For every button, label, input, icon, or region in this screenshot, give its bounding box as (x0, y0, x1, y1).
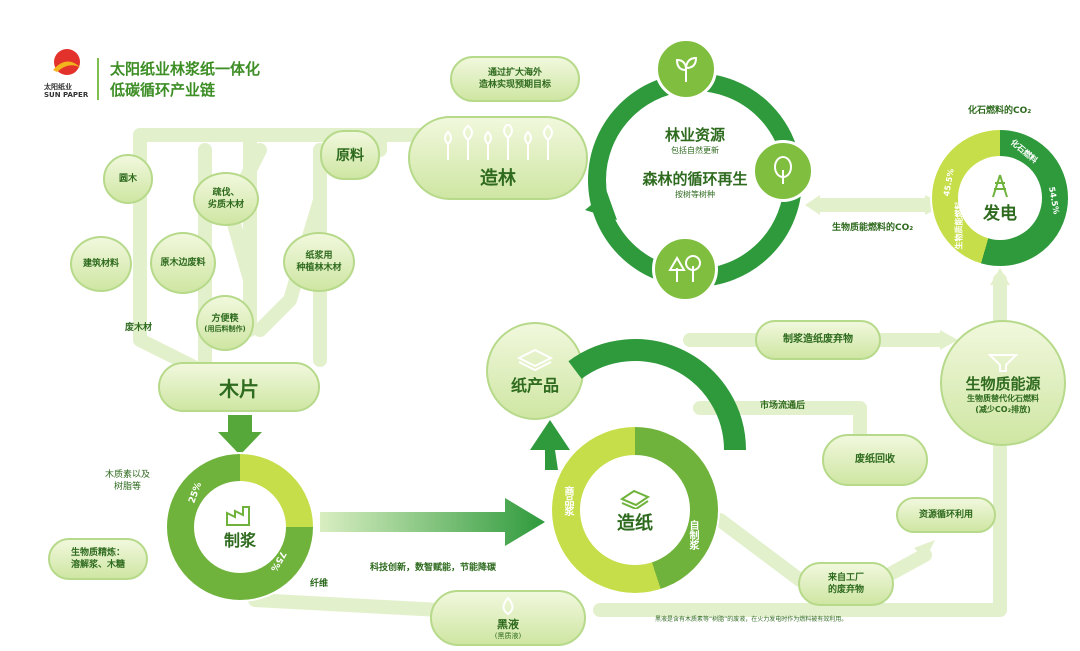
pulping-title: 制浆 (223, 531, 256, 550)
afforestation-pill: 造林 (408, 116, 588, 200)
factory-waste-label: 来自工厂 的废弃物 (827, 572, 864, 595)
pulp-waste-pill: 制浆造纸废弃物 (755, 320, 881, 360)
black-liquor-sub: (黑质液) (494, 631, 522, 640)
papermaking-seg-left: 商品浆 (562, 486, 573, 516)
tech-label: 科技创新，数智赋能，节能降碳 (370, 563, 497, 573)
thinning-label: 疏伐、 劣质木材 (207, 187, 244, 210)
waste-paper-pill: 废纸回收 (822, 434, 928, 486)
black-liquor-note: 黑液是含有木质素等“树脂”的废液，在火力发电时作为燃料被有效利用。 (655, 616, 848, 623)
forest-resource-sub: 包括自然更新 (671, 146, 719, 155)
offcut-label: 原木边废料 (160, 257, 206, 268)
papermaking-seg-right: 自制浆 (687, 520, 698, 550)
factory-icon (226, 506, 250, 526)
resource-recycle-label: 资源循环利用 (918, 509, 973, 520)
sleeper-sub-label: (用后料制作) (204, 324, 246, 333)
factory-waste-pill: 来自工厂 的废弃物 (798, 562, 894, 606)
trees-icon (444, 124, 553, 160)
waste-wood-label: 废木材 (125, 323, 153, 333)
title-line-1: 太阳纸业林浆纸一体化 (110, 60, 261, 78)
raw-material-pill: 原料 (320, 130, 380, 180)
title-line-2: 低碳循环产业链 (110, 81, 216, 99)
bio-co2-label: 生物质能燃料的CO₂ (832, 223, 914, 233)
droplet-icon (502, 596, 514, 615)
power-tower-icon (992, 174, 1008, 197)
raw-material-label: 原料 (336, 148, 364, 164)
after-market-label: 市场流通后 (760, 401, 806, 411)
black-liquor-title: 黑液 (497, 617, 519, 631)
power-bio-seg: 生物质能燃料 (954, 201, 964, 250)
papermaking-center: 造纸 (580, 455, 690, 565)
bio-refining-label: 生物质精炼： 溶解浆、木糖 (70, 547, 125, 570)
offcut-circle: 原木边废料 (150, 232, 216, 294)
forest-resource-text: 林业资源 包括自然更新 森林的循环再生 按树等树种 (625, 124, 765, 200)
forest-icon-badge (652, 236, 718, 302)
logo-cn: 太阳纸业 (44, 83, 72, 91)
construction-circle: 建筑材料 (70, 236, 132, 292)
sun-paper-logo (53, 49, 81, 75)
sleeper-label: 方便筷 (211, 313, 239, 324)
leaf-icon (675, 56, 698, 82)
wood-chips-label: 木片 (219, 376, 259, 401)
afforestation-label: 造林 (480, 168, 516, 189)
resource-recycle-pill: 资源循环利用 (896, 497, 996, 533)
pulping-center: 制浆 (194, 481, 286, 573)
fossil-co2-label: 化石燃料的CO₂ (968, 106, 1032, 116)
construction-label: 建筑材料 (82, 258, 119, 269)
log-label: 圆木 (118, 173, 137, 184)
biomass-energy-circle: 生物质能源 生物质替代化石燃料 (减少CO₂排放) (940, 320, 1066, 446)
tree-icon (774, 156, 792, 184)
paper-products-label: 纸产品 (510, 376, 559, 395)
paper-products-circle: 纸产品 (486, 322, 584, 420)
biomass-energy-sub: 生物质替代化石燃料 (减少CO₂排放) (967, 394, 1039, 414)
power-title: 发电 (983, 203, 1017, 224)
paper-roll-icon (619, 489, 651, 509)
pulping-donut: 制浆 (165, 452, 315, 602)
log-circle: 圆木 (103, 154, 153, 204)
bio-refining-pill: 生物质精炼： 溶解浆、木糖 (48, 538, 148, 580)
tree-icon-badge (752, 140, 814, 202)
papermaking-donut: 造纸 (550, 425, 720, 595)
logo-divider (97, 58, 99, 100)
thinning-circle: 疏伐、 劣质木材 (193, 172, 259, 226)
wood-chips-pill: 木片 (158, 362, 320, 412)
overseas-afforestation-pill: 通过扩大海外 造林实现预期目标 (450, 56, 580, 102)
papermaking-title: 造纸 (617, 513, 653, 534)
forest-cycle-sub: 按树等树种 (675, 190, 715, 199)
forest-resource-title: 林业资源 (664, 126, 725, 144)
waste-paper-label: 废纸回收 (855, 454, 895, 466)
logo-text: 太阳纸业 SUN PAPER (44, 83, 89, 99)
pulpwood-label: 纸浆用 种植林木材 (296, 250, 342, 273)
power-center: 发电 (958, 156, 1042, 240)
leaf-icon-badge (655, 38, 717, 100)
overseas-afforestation-label: 通过扩大海外 造林实现预期目标 (478, 67, 551, 90)
funnel-icon (988, 354, 1018, 373)
forest-cycle-title: 森林的循环再生 (642, 170, 748, 188)
forest-icon (668, 255, 701, 282)
page-title: 太阳纸业林浆纸一体化 低碳循环产业链 (110, 59, 260, 101)
logo-en: SUN PAPER (44, 90, 89, 99)
pulp-waste-label: 制浆造纸废弃物 (783, 334, 853, 346)
papermaking-arc (568, 339, 746, 451)
sleeper-circle: 方便筷 (用后料制作) (196, 295, 254, 351)
fiber-label: 纤维 (310, 579, 329, 589)
biomass-energy-title: 生物质能源 (965, 375, 1041, 394)
lignin-label: 木质素以及 树脂等 (105, 470, 151, 492)
black-liquor-pill: 黑液 (黑质液) (430, 590, 586, 646)
paper-stack-icon (516, 348, 554, 372)
power-donut: 发电 (930, 128, 1070, 268)
pulpwood-circle: 纸浆用 种植林木材 (283, 232, 355, 292)
